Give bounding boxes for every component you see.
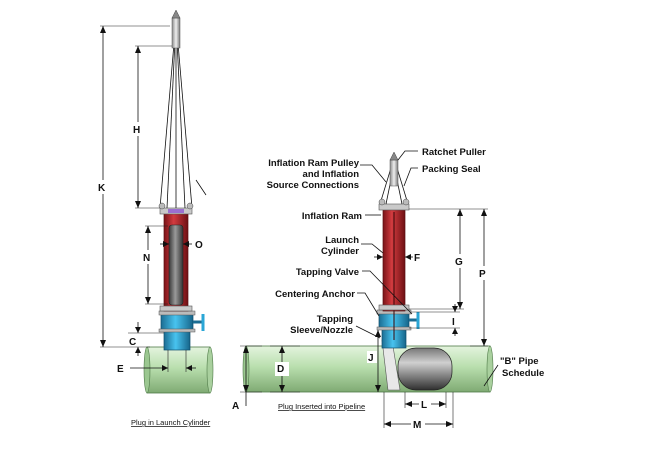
label-ratchet-puller: Ratchet Puller [422,147,486,158]
dim-G: G [455,257,463,268]
label-tapping-valve: Tapping Valve [296,267,359,278]
label-centering-anchor: Centering Anchor [275,289,355,300]
label-pipe-line2: Schedule [502,368,544,379]
label-pulley-line1: Inflation Ram Pulley [268,158,360,169]
label-launch-line1: Launch [325,235,359,246]
dim-P: P [479,269,486,280]
label-launch-line2: Cylinder [321,246,359,257]
dim-D: D [277,364,284,375]
caption-left: Plug in Launch Cylinder [131,418,211,427]
label-pulley-line2: and Inflation [303,169,360,180]
dim-O: O [195,240,203,251]
dim-M: M [413,420,421,431]
label-tapping-line1: Tapping [317,314,353,325]
dim-N: N [143,253,150,264]
dim-A: A [232,401,239,412]
dim-H: H [133,125,140,136]
dim-E: E [117,364,124,375]
left-assembly: K H N O C E [96,9,214,427]
label-pipe-line1: "B" Pipe [500,356,539,367]
dim-I: I [452,317,455,328]
right-assembly: F G P I J [232,147,544,431]
caption-right: Plug Inserted into Pipeline [278,402,365,411]
label-pulley-line3: Source Connections [267,180,359,191]
dim-F: F [414,253,420,264]
dim-J: J [368,353,374,364]
left-valve [160,312,194,332]
dim-K: K [98,183,106,194]
label-packing-seal: Packing Seal [422,164,481,175]
dim-L: L [421,400,427,411]
label-inflation-ram: Inflation Ram [302,211,362,222]
label-tapping-line2: Sleeve/Nozzle [290,325,353,336]
left-anchor-cap [168,209,184,213]
left-sleeve [163,329,191,351]
left-pipe [146,346,211,394]
left-plug [168,224,184,306]
dim-C: C [129,337,136,348]
right-deployed-plug [397,347,453,391]
